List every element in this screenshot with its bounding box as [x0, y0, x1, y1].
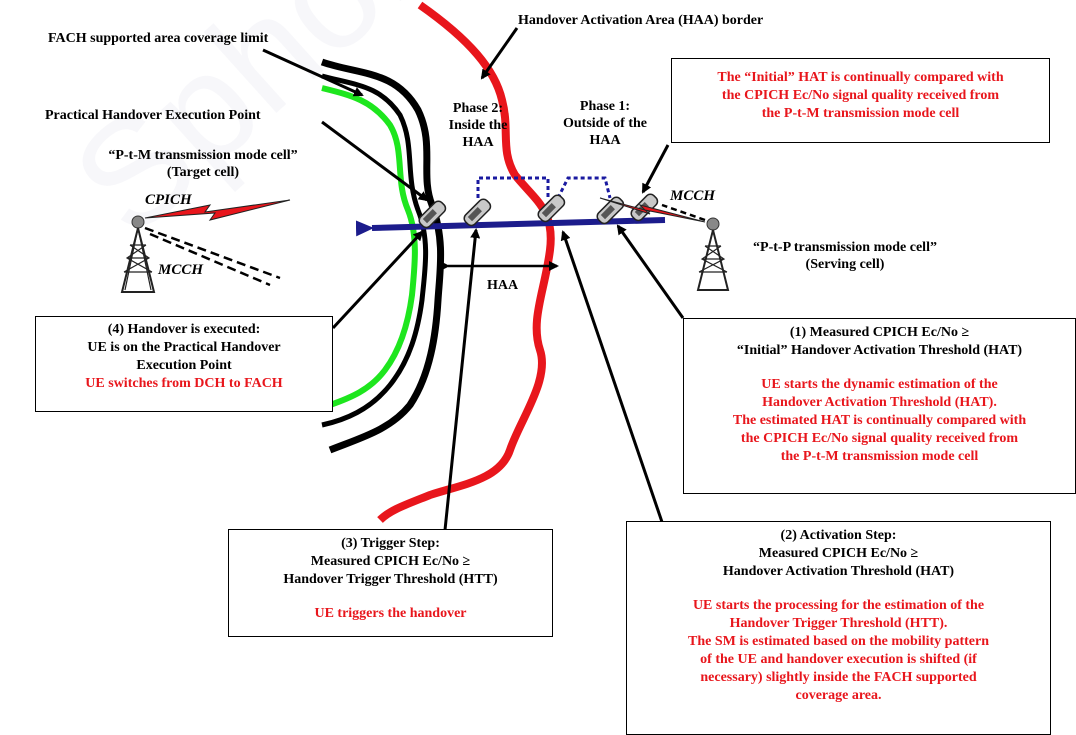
step1-box: (1) Measured CPICH Ec/No ≥ “Initial” Han…	[683, 318, 1076, 494]
ptm-cell-label: “P-t-M transmission mode cell” (Target c…	[98, 147, 308, 181]
fach-outer-black-curve	[320, 58, 445, 454]
mcch-right-label: MCCH	[670, 188, 716, 204]
step2-red-line: coverage area.	[795, 688, 882, 703]
step2-line: Measured CPICH Ec/No ≥	[758, 546, 919, 561]
step1-red-line: Handover Activation Threshold (HAT).	[762, 395, 997, 410]
cpich-left-label: CPICH	[145, 192, 192, 208]
arrow-practical-point	[321, 120, 429, 202]
step1-red-line: The estimated HAT is continually compare…	[732, 413, 1027, 428]
ue-path-arrow	[355, 217, 666, 237]
step1-line: “Initial” Handover Activation Threshold …	[736, 343, 1023, 358]
arrow-step2	[560, 230, 664, 523]
phase1-label: Phase 1: Outside of the HAA	[545, 98, 665, 149]
step3-line: Measured CPICH Ec/No ≥	[310, 554, 471, 569]
step4-box: (4) Handover is executed: UE is on the P…	[35, 316, 333, 412]
step4-red-line: UE switches from DCH to FACH	[85, 376, 283, 391]
mcch-signal-left	[144, 226, 281, 287]
ptp-cell-label: “P-t-P transmission mode cell” (Serving …	[740, 239, 950, 273]
ue-phone-icon	[418, 200, 447, 229]
ptm-cell-title: “P-t-M transmission mode cell”	[108, 148, 298, 163]
ptm-cell-subtitle: (Target cell)	[166, 165, 240, 180]
arrow-initial-hat	[641, 144, 670, 194]
step3-box: (3) Trigger Step: Measured CPICH Ec/No ≥…	[228, 529, 553, 637]
step2-box: (2) Activation Step: Measured CPICH Ec/N…	[626, 521, 1051, 735]
phase1-line2: Outside of the	[563, 116, 647, 131]
mcch-left-label: MCCH	[158, 262, 204, 278]
fach-inner-black-curve	[321, 73, 429, 428]
phase1-bracket	[556, 176, 612, 199]
arrow-step4	[331, 230, 424, 330]
serving-cell-antenna-icon	[696, 217, 730, 291]
phase2-line3: HAA	[462, 135, 494, 150]
step4-heading: (4) Handover is executed:	[107, 322, 261, 337]
initial-hat-line: the CPICH Ec/No signal quality received …	[721, 88, 1000, 103]
ptp-cell-subtitle: (Serving cell)	[805, 257, 885, 272]
step2-red-line: of the UE and handover execution is shif…	[700, 652, 977, 667]
haa-label: HAA	[487, 278, 519, 293]
initial-hat-box: The “Initial” HAT is continually compare…	[671, 58, 1050, 143]
target-cell-antenna-icon	[120, 215, 156, 293]
step1-red-line: the CPICH Ec/No signal quality received …	[740, 431, 1019, 446]
cpich-signal-left	[144, 199, 291, 221]
haa-border-curve	[377, 1, 555, 523]
ptp-cell-title: “P-t-P transmission mode cell”	[753, 240, 937, 255]
phase2-line2: Inside the	[448, 118, 508, 133]
ue-phone-icon	[463, 198, 492, 227]
step2-heading: (2) Activation Step:	[780, 528, 897, 543]
arrow-step3	[443, 228, 481, 531]
arrow-haa-border	[480, 27, 519, 80]
phase1-line3: HAA	[589, 133, 621, 148]
step2-line: Handover Activation Threshold (HAT)	[722, 564, 955, 579]
step1-red-line: the P-t-M transmission mode cell	[780, 449, 979, 464]
step2-red-line: necessary) slightly inside the FACH supp…	[700, 670, 977, 685]
step1-red-line: UE starts the dynamic estimation of the	[761, 377, 998, 392]
step1-heading: (1) Measured CPICH Ec/No ≥	[789, 325, 970, 340]
practical-point-label: Practical Handover Execution Point	[45, 108, 261, 123]
step2-red-line: UE starts the processing for the estimat…	[692, 598, 985, 613]
step4-line: Execution Point	[136, 358, 232, 373]
phase2-bracket	[476, 176, 550, 198]
initial-hat-line: The “Initial” HAT is continually compare…	[717, 70, 1004, 85]
step2-red-line: Handover Trigger Threshold (HTT).	[729, 616, 948, 631]
arrow-step1	[616, 224, 685, 319]
arrow-fach-limit	[262, 48, 364, 97]
phase1-line1: Phase 1:	[579, 99, 631, 114]
step3-red-line: UE triggers the handover	[314, 606, 467, 621]
step2-red-line: The SM is estimated based on the mobilit…	[688, 634, 989, 649]
step4-line: UE is on the Practical Handover	[87, 340, 281, 355]
step3-heading: (3) Trigger Step:	[341, 536, 440, 551]
mcch-signal-right	[661, 203, 706, 222]
ue-phone-icon	[537, 194, 566, 223]
phase2-label: Phase 2: Inside the HAA	[428, 100, 528, 151]
step3-line: Handover Trigger Threshold (HTT)	[283, 572, 498, 587]
initial-hat-line: the P-t-M transmission mode cell	[761, 106, 960, 121]
fach-green-curve	[321, 85, 418, 408]
fach-limit-label: FACH supported area coverage limit	[48, 31, 269, 46]
phase2-line1: Phase 2:	[452, 101, 504, 116]
cpich-signal-right	[599, 197, 706, 223]
haa-border-label: Handover Activation Area (HAA) border	[518, 13, 764, 28]
